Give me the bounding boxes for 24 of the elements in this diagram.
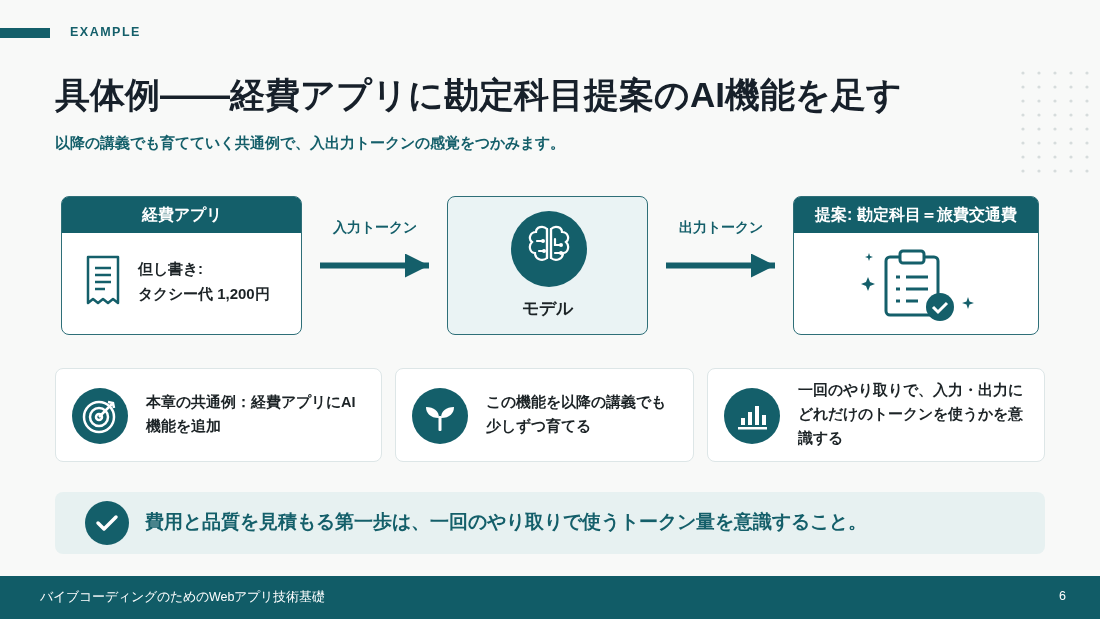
arrow [666, 253, 775, 278]
point-card [55, 368, 382, 462]
point-text: 一回のやり取りで、入力・出力にどれだけのトークンを使うかを意識する [798, 381, 1024, 448]
model-box [447, 196, 648, 335]
takeaway-text: 費用と品質を見積もる第一歩は、一回のやり取りで使うトークン量を意識すること。 [145, 510, 867, 534]
point-text: この機能を以降の講義でも少しずつ育てる [486, 393, 667, 437]
point-card [707, 368, 1045, 462]
point-card [395, 368, 694, 462]
edge-label: 出力トークン [677, 218, 764, 237]
takeaway-banner [55, 492, 1045, 554]
point-text: 本章の共通例：経費アプリにAI機能を追加 [146, 393, 357, 436]
footer-text: バイブコーディングのためのWebアプリ技術基礎 [40, 589, 326, 606]
edge-label: 入力トークン [331, 218, 418, 237]
model-label: モデル [521, 298, 575, 320]
page-number: 6 [1059, 589, 1066, 603]
suggestion-card [793, 196, 1039, 335]
subtitle: 以降の講義でも育てていく共通例で、入出力トークンの感覚をつかみます。 [55, 134, 565, 153]
app-card [61, 196, 302, 335]
card-header: 経費アプリ [62, 197, 301, 233]
arrow [320, 253, 429, 278]
receipt-text: 但し書き: タクシー代 1,200円 [138, 259, 271, 304]
card-header: 提案: 勘定科目＝旅費交通費 [794, 197, 1038, 233]
slide-title: 具体例——経費アプリに勘定科目提案のAI機能を足す [55, 74, 902, 116]
section-label: EXAMPLE [70, 25, 141, 39]
